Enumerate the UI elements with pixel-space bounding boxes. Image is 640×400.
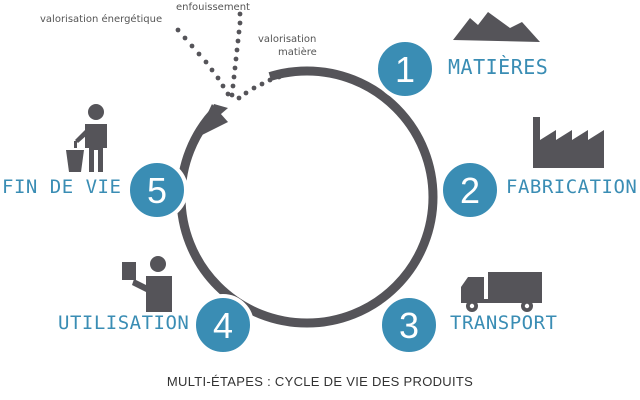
step-number-5: 5 [147, 170, 167, 211]
person-with-object-icon [122, 256, 172, 312]
material-recovery-label-line2: matière [278, 47, 317, 58]
step-label-4: UTILISATION [58, 312, 190, 334]
step-number-2: 2 [460, 170, 480, 211]
step-label-1: MATIÈRES [448, 55, 549, 79]
step-label-5: FIN DE VIE [2, 176, 122, 198]
truck-wheel-hub [469, 303, 475, 309]
step-number-4: 4 [213, 305, 233, 346]
step-badge-1: 1 [374, 38, 436, 100]
landfill-label: enfouissement [176, 2, 250, 13]
step-badge-4: 4 [192, 294, 254, 356]
energy-recovery-label: valorisation énergétique [40, 14, 163, 25]
step-number-3: 3 [399, 305, 419, 346]
ring-gap [213, 70, 273, 114]
dotted-paths [175, 11, 309, 101]
step-label-3: TRANSPORT [450, 312, 558, 334]
step-number-1: 1 [395, 49, 415, 90]
step-badge-5: 5 [126, 159, 188, 221]
step-label-2: FABRICATION [506, 176, 638, 198]
energy-recovery-path [175, 27, 231, 97]
landfill-path [229, 11, 243, 98]
step-badge-2: 2 [439, 159, 501, 221]
material-recovery-label-line1: valorisation [258, 34, 317, 45]
diagram-caption: MULTI-ÉTAPES : CYCLE DE VIE DES PRODUITS [166, 374, 474, 389]
cycle-arrow-icon [196, 104, 228, 138]
factory-icon [533, 117, 604, 168]
mountains-icon [453, 12, 540, 42]
step-badge-3: 3 [378, 294, 440, 356]
person-with-bin-icon [66, 104, 107, 172]
truck-wheel-hub [524, 303, 530, 309]
truck-icon [461, 272, 542, 312]
material-recovery-path [236, 67, 309, 101]
